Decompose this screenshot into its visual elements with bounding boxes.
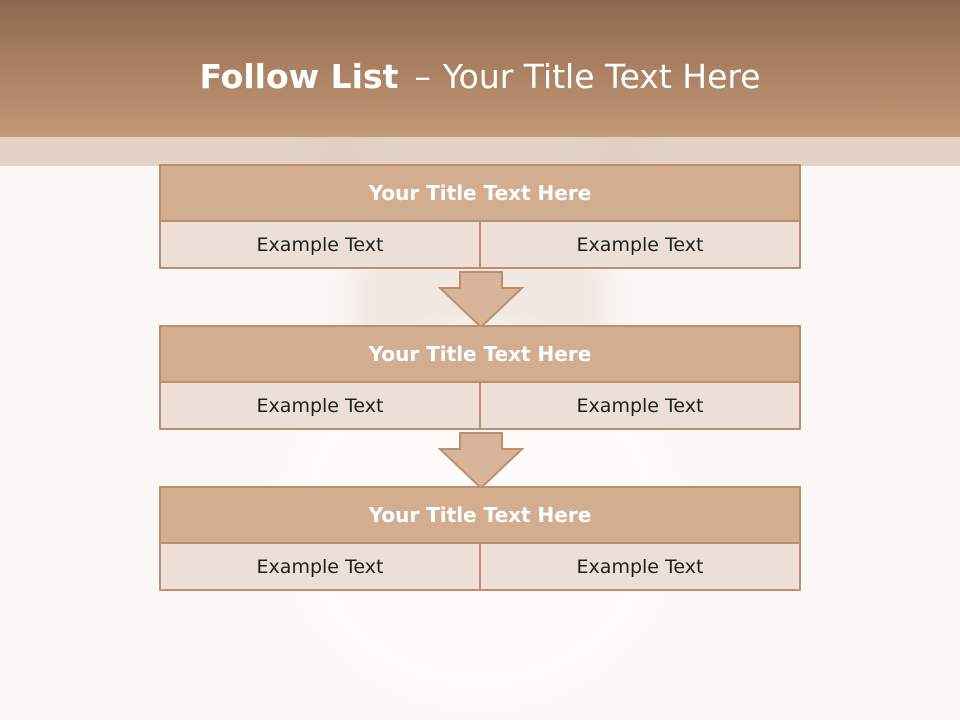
step-title: Your Title Text Here bbox=[159, 164, 801, 222]
step-block-2: Your Title Text Here Example Text Exampl… bbox=[159, 325, 801, 430]
slide-title-separator: – bbox=[414, 57, 431, 96]
step-row: Example Text Example Text bbox=[159, 381, 801, 430]
step-row: Example Text Example Text bbox=[159, 220, 801, 269]
slide-title: Follow List–Your Title Text Here bbox=[0, 52, 960, 102]
slide-title-bold: Follow List bbox=[199, 57, 399, 96]
step-title: Your Title Text Here bbox=[159, 486, 801, 544]
header-band bbox=[0, 137, 960, 166]
slide-title-rest: Your Title Text Here bbox=[442, 57, 761, 96]
step-cell-left: Example Text bbox=[159, 220, 481, 269]
step-title: Your Title Text Here bbox=[159, 325, 801, 383]
step-cell-right: Example Text bbox=[479, 220, 801, 269]
down-arrow-icon bbox=[438, 432, 524, 490]
step-cell-left: Example Text bbox=[159, 381, 481, 430]
header-bar bbox=[0, 0, 960, 137]
step-block-3: Your Title Text Here Example Text Exampl… bbox=[159, 486, 801, 591]
step-cell-right: Example Text bbox=[479, 381, 801, 430]
step-cell-left: Example Text bbox=[159, 542, 481, 591]
step-row: Example Text Example Text bbox=[159, 542, 801, 591]
down-arrow-icon bbox=[438, 271, 524, 329]
step-block-1: Your Title Text Here Example Text Exampl… bbox=[159, 164, 801, 269]
step-cell-right: Example Text bbox=[479, 542, 801, 591]
